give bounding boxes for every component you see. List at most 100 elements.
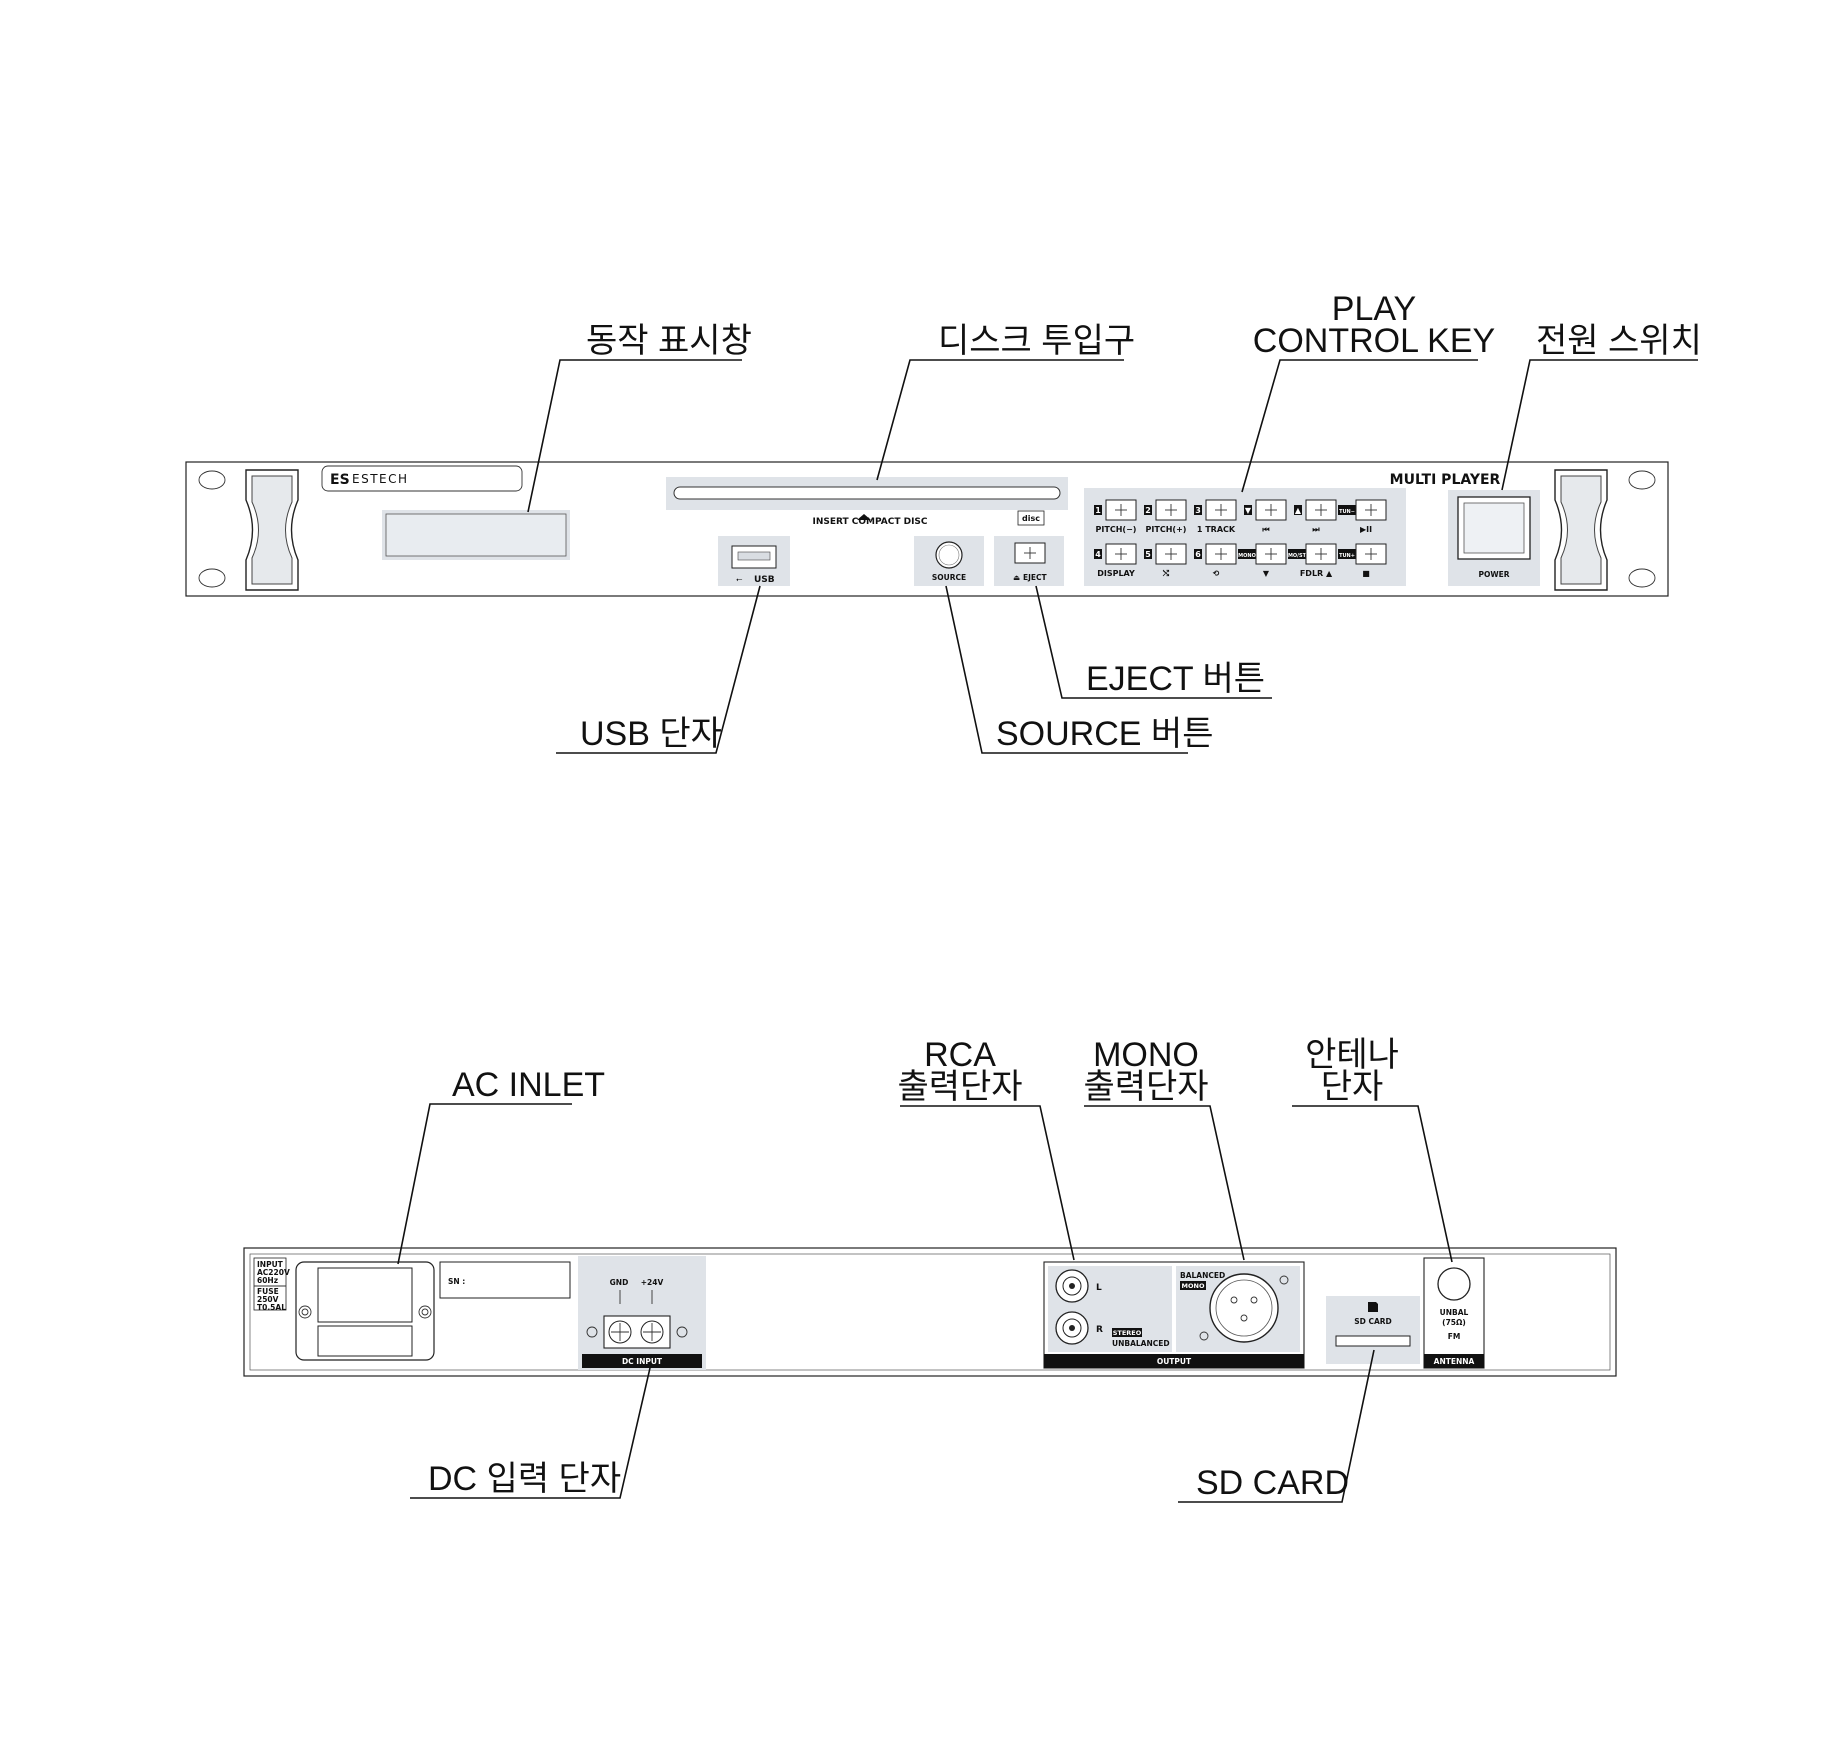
rca-right-ring [1062,1318,1082,1338]
key-number: TUN+ [1339,553,1355,559]
key-number-badge [1094,505,1102,515]
back-chassis-inner [249,1253,1611,1371]
ac-inlet[interactable] [295,1261,435,1361]
dc-input-band [582,1354,702,1368]
leader-dc-input [410,1367,651,1499]
leader-eject [1035,585,1272,699]
callout-mono-1: MONO [1093,1036,1199,1074]
xlr-jack[interactable] [1209,1273,1279,1343]
callout-play-key-1: PLAY [1332,290,1416,328]
leader-display [527,359,742,513]
key-number: 3 [1195,506,1201,515]
rack-hole-bl [198,568,226,588]
key-number: MONO [1238,553,1256,559]
dc-mount-hole-right [676,1326,688,1338]
rack-hole-br [1628,568,1656,588]
dc-input-label: DC INPUT [622,1357,663,1366]
rack-hole-tl [198,470,226,490]
disc-slot-caption: INSERT COMPACT DISC [812,517,927,527]
play-control-key-label: ⟲ [1213,569,1220,578]
key-number-badge [1294,505,1302,515]
leader-rca [900,1105,1075,1261]
sd-card-icon [1368,1302,1378,1312]
display-window [385,513,567,557]
input-spec-2: AC220V [257,1268,290,1277]
xlr-screw-left [1199,1331,1209,1341]
rca-left-ring [1062,1276,1082,1296]
leader-ac-inlet [397,1103,572,1265]
left-handle [245,469,299,591]
eject-label: EJECT [1023,573,1048,582]
callout-antenna-1: 안테나 [1305,1036,1399,1074]
key-number-badge [1144,549,1152,559]
serial-number-box [439,1261,571,1299]
antenna-band [1424,1354,1484,1368]
key-number: TUN− [1339,509,1355,515]
xlr-jack-ring [1215,1279,1273,1337]
dc-mount-hole-left [586,1326,598,1338]
brand-mark: ES [330,472,350,488]
leader-antenna [1292,1105,1453,1263]
play-control-key-label: DISPLAY [1097,569,1135,578]
compact-disc-logo-icon [1017,510,1045,526]
antenna-jack[interactable] [1437,1267,1471,1301]
key-number-badge [1144,505,1152,515]
stereo-label: STEREO [1113,1329,1142,1337]
usb-symbol-icon: ⭠ [736,575,743,584]
callout-source: SOURCE 버튼 [996,715,1213,753]
model-label: MULTI PLAYER [1390,472,1501,488]
output-band [1044,1354,1304,1368]
mono-label: MONO [1182,1282,1205,1290]
leader-mono [1084,1105,1245,1261]
front-callouts: 동작 표시창 디스크 투입구 PLAY CONTROL KEY 전원 스위치 E… [527,290,1702,754]
rca-left-pin [1069,1283,1075,1289]
key-number-badge [1288,549,1306,559]
key-number-badge [1338,505,1356,515]
key-number: 1 [1095,506,1101,515]
key-number: MO/ST [1288,553,1307,559]
source-knob[interactable] [935,541,963,569]
play-control-key-label: ▶II [1360,525,1372,534]
logo-frame [321,465,523,492]
source-label: SOURCE [932,573,966,582]
back-panel: INPUT AC220V 60Hz FUSE 250V T0.5AL SN : … [243,1247,1617,1377]
ohm-label: (75Ω) [1442,1318,1466,1327]
power-label: POWER [1478,570,1509,579]
fuse-spec-3: T0.5AL [257,1303,286,1312]
sd-card-slot[interactable] [1335,1335,1411,1347]
play-control-key-label: ⏭ [1312,525,1320,534]
play-control-key-label: FDLR ▲ [1300,569,1333,578]
leader-power [1501,359,1698,491]
disc-slot [673,486,1061,500]
key-number-badge [1094,549,1102,559]
unbal-label: UNBAL [1440,1308,1469,1317]
play-control-key-label: ■ [1362,569,1370,578]
key-number-badge [1338,549,1356,559]
dc-terminal-block[interactable] [603,1315,671,1349]
key-number: ▲ [1295,506,1302,515]
disc-logo-text: disc [1022,514,1040,523]
callout-sd-card: SD CARD [1196,1464,1349,1502]
balanced-label: BALANCED [1180,1271,1225,1280]
input-spec-1: INPUT [257,1260,284,1269]
fuse-spec-2: 250V [257,1295,279,1304]
source-knob-ring [938,544,960,566]
play-control-key-label: PITCH(+) [1146,525,1187,534]
callout-mono-2: 출력단자 [1083,1068,1208,1106]
callout-ac-inlet: AC INLET [452,1066,605,1104]
leader-play-key [1241,359,1478,493]
play-control-key-label: PITCH(−) [1096,525,1137,534]
play-control-key-label: ⤭ [1162,568,1170,578]
play-control-panel [1084,488,1406,586]
gnd-label: GND [610,1278,629,1287]
play-control-key-label: ▼ [1263,569,1270,578]
brand-logo: ESTECH [352,472,409,486]
power-switch-rocker [1463,502,1525,554]
rack-hole-tr [1628,470,1656,490]
callout-dc-input: DC 입력 단자 [428,1460,621,1498]
leader-usb [556,585,761,754]
callout-antenna-2: 단자 [1321,1068,1384,1106]
